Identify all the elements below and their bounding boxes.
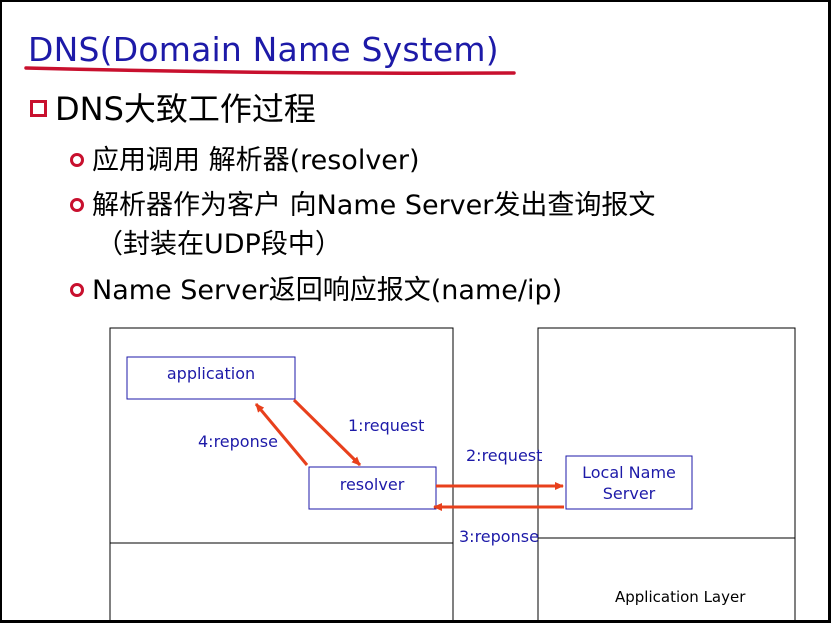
arrow-4-reponse bbox=[254, 403, 309, 466]
client-host-frame bbox=[109, 327, 454, 623]
circle-bullet-icon bbox=[70, 197, 84, 212]
sub-bullet-1-text: 应用调用 解析器(resolver) bbox=[92, 145, 420, 176]
sub-bullet-3: Name Server返回响应报文(name/ip) bbox=[70, 268, 562, 307]
sub-bullet-2-text: 解析器作为客户 向Name Server发出查询报文 bbox=[92, 190, 656, 221]
sub-bullet-2: 解析器作为客户 向Name Server发出查询报文 bbox=[70, 183, 655, 222]
local-name-server-box bbox=[565, 455, 693, 510]
sub-bullet-2-continuation: （封装在UDP段中） bbox=[96, 229, 342, 260]
sub-bullet-1: 应用调用 解析器(resolver) bbox=[70, 138, 420, 177]
application-box bbox=[126, 356, 296, 400]
application-layer-label: Application Layer bbox=[615, 588, 746, 606]
arrow-1-request bbox=[292, 398, 362, 467]
label-1-request: 1:request bbox=[348, 416, 424, 435]
title-underline bbox=[24, 66, 516, 75]
resolver-label: resolver bbox=[340, 475, 405, 494]
label-2-request: 2:request bbox=[466, 446, 542, 465]
slide-title: DNS(Domain Name System) bbox=[28, 30, 499, 69]
square-bullet-icon bbox=[30, 99, 47, 117]
label-4-reponse: 4:reponse bbox=[198, 432, 278, 451]
circle-bullet-icon bbox=[70, 282, 84, 297]
server-host-frame bbox=[537, 327, 796, 623]
main-bullet-text: DNS大致工作过程 bbox=[55, 90, 316, 128]
local-name-server-label-line1: Local Name bbox=[582, 463, 676, 482]
circle-bullet-icon bbox=[70, 152, 84, 167]
main-bullet: DNS大致工作过程 bbox=[30, 84, 316, 130]
application-label: application bbox=[167, 364, 255, 383]
label-3-reponse: 3:reponse bbox=[459, 527, 539, 546]
sub-bullet-3-text: Name Server返回响应报文(name/ip) bbox=[92, 275, 563, 306]
resolver-box bbox=[308, 466, 437, 510]
local-name-server-label-line2: Server bbox=[603, 484, 656, 503]
